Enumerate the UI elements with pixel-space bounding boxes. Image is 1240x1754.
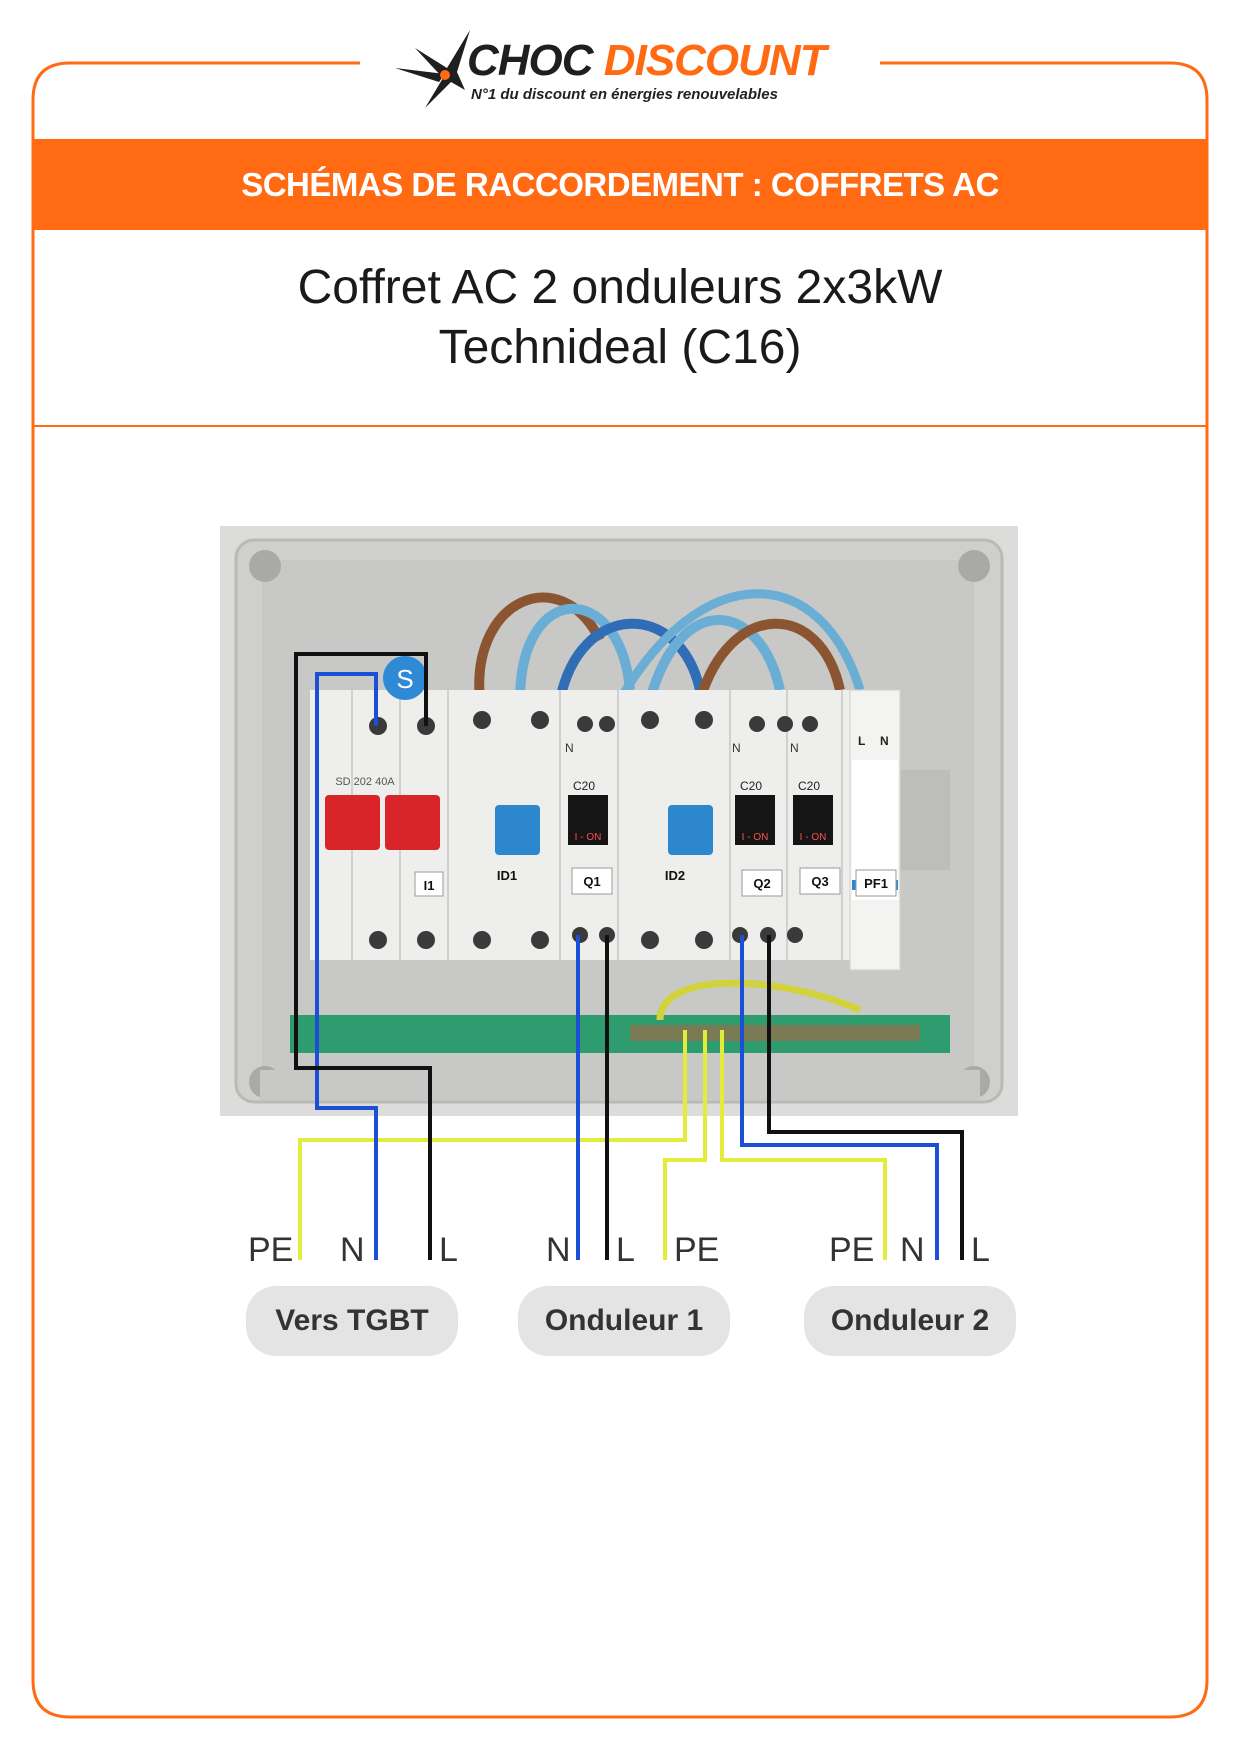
q2-on-label: I - ON — [742, 832, 769, 843]
q1-rating: C20 — [573, 779, 595, 793]
ond2-l-label: L — [971, 1231, 990, 1269]
page-title: Coffret AC 2 onduleurs 2x3kW Technideal … — [33, 258, 1207, 378]
spd-l-label: L — [858, 734, 865, 748]
brand-tagline: N°1 du discount en énergies renouvelable… — [471, 86, 778, 103]
s-badge: S — [396, 664, 413, 694]
ond1-l-label: L — [616, 1231, 635, 1269]
brand-name: CHOC DISCOUNT — [467, 36, 827, 86]
section-banner: SCHÉMAS DE RACCORDEMENT : COFFRETS AC — [33, 139, 1207, 230]
earth-wire-ond1 — [663, 1030, 707, 1260]
title-line-2: Technideal (C16) — [438, 321, 802, 374]
onduleur-1-button[interactable]: Onduleur 1 — [518, 1286, 730, 1356]
brand-name-discount: DISCOUNT — [603, 36, 827, 85]
tgbt-pe-label: PE — [248, 1231, 294, 1269]
q1-on-label: I - ON — [575, 832, 602, 843]
q1-n-marker: N — [565, 741, 574, 755]
brand-logo: CHOC DISCOUNT N°1 du discount en énergie… — [395, 30, 855, 110]
tag-i1: I1 — [424, 878, 435, 893]
brand-name-choc: CHOC — [467, 36, 594, 85]
tgbt-l-label: L — [439, 1231, 458, 1269]
onduleur-2-button[interactable]: Onduleur 2 — [804, 1286, 1016, 1356]
line-wire-tgbt — [294, 652, 432, 1260]
vers-tgbt-label: Vers TGBT — [275, 1304, 429, 1337]
tag-id1: ID1 — [497, 868, 517, 883]
tag-id2: ID2 — [665, 868, 685, 883]
onduleur-2-label: Onduleur 2 — [830, 1304, 990, 1337]
vers-tgbt-button[interactable]: Vers TGBT — [246, 1286, 458, 1356]
tgbt-n-label: N — [340, 1231, 365, 1269]
onduleur-1-label: Onduleur 1 — [544, 1304, 704, 1337]
q2-n-marker: N — [732, 741, 741, 755]
tag-q2: Q2 — [753, 876, 770, 891]
banner-title: SCHÉMAS DE RACCORDEMENT : COFFRETS AC — [241, 165, 999, 203]
line-wire-ond2 — [767, 935, 964, 1260]
q3-rating: C20 — [798, 779, 820, 793]
neutral-wire-ond2 — [740, 935, 939, 1260]
main-breaker-label: SD 202 40A — [335, 776, 395, 788]
enclosure-photo: SD 202 40A I - ON I - ON I - ON C20 C20 … — [220, 526, 1018, 1116]
tag-q1: Q1 — [583, 874, 600, 889]
q3-n-marker: N — [790, 741, 799, 755]
neutral-wires — [315, 672, 939, 1260]
ond1-pe-label: PE — [674, 1231, 720, 1269]
ond2-n-label: N — [900, 1231, 925, 1269]
line-wires — [294, 652, 964, 1260]
earth-wire-ond2 — [720, 1030, 887, 1260]
tag-q3: Q3 — [811, 874, 828, 889]
tag-pf1: PF1 — [864, 876, 888, 891]
title-divider — [33, 425, 1207, 427]
q3-on-label: I - ON — [800, 832, 827, 843]
logo-star-icon — [395, 30, 470, 108]
title-line-1: Coffret AC 2 onduleurs 2x3kW — [297, 261, 943, 314]
ond2-pe-label: PE — [829, 1231, 875, 1269]
q2-rating: C20 — [740, 779, 762, 793]
ond1-n-label: N — [546, 1231, 571, 1269]
neutral-wire-tgbt — [315, 672, 378, 1260]
earth-wire-tgbt — [298, 1030, 687, 1260]
spd-n-label: N — [880, 734, 889, 748]
earth-wires — [298, 1030, 887, 1260]
